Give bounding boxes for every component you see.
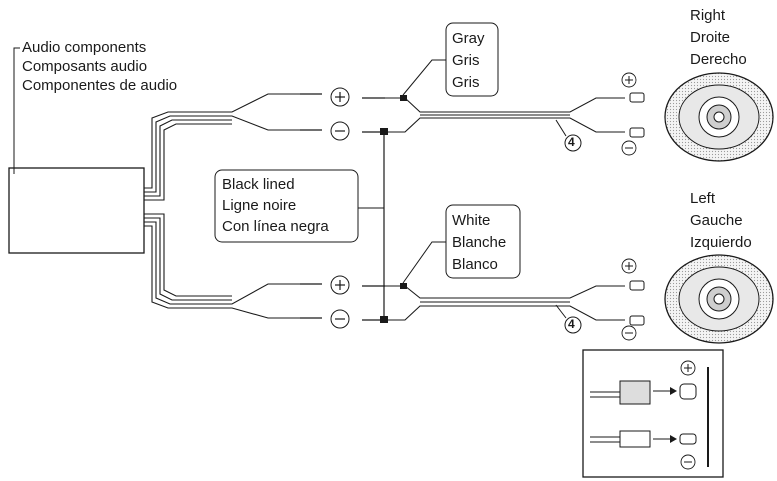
gray-leader [402,59,446,96]
callout-4 [555,119,582,334]
black-lined-label-en: Black lined [222,176,295,193]
left-speaker [664,254,774,344]
right-speaker-cable [385,97,625,133]
callout-4-upper-number: 4 [568,135,575,149]
audio-components-en: Audio components [22,39,147,56]
black-lined-label-fr: Ligne noire [222,197,297,214]
callout-4-lower-number: 4 [568,317,575,331]
audio-components-label: Audio components Composants audio Compon… [22,38,177,95]
left-wire-ends [300,93,322,319]
white-label: White Blanche Blanco [452,210,506,276]
black-lined-label: Black lined Ligne noire Con línea negra [222,174,329,237]
terminal-signs [335,92,345,320]
lower-cable [144,213,320,319]
right-speaker-es: Derecho [690,51,747,68]
gray-label: Gray Gris Gris [452,28,485,94]
black-lined-label-box [214,169,359,243]
speaker-polarity-signs [625,76,633,334]
white-leader [402,241,446,284]
right-speaker-en: Right [690,7,726,24]
right-speaker-label: Right Droite Derecho [690,5,747,71]
right-speaker [664,72,774,162]
black-lined-label-es: Con línea negra [222,218,329,235]
left-speaker-fr: Gauche [690,212,743,229]
audio-components-fr: Composants audio [22,58,148,75]
left-speaker-es: Izquierdo [690,234,752,251]
black-lined-markers [358,95,407,323]
audio-components-unit [8,47,145,254]
lower-speaker-cable [385,285,625,321]
left-speaker-label: Left Gauche Izquierdo [690,188,752,254]
connection-inset [582,349,724,478]
white-label-es: Blanco [452,256,498,273]
speaker-polarity [621,72,637,341]
gray-label-fr: Gris [452,52,480,69]
right-speaker-fr: Droite [690,29,731,46]
gray-label-en: Gray [452,30,485,47]
left-speaker-en: Left [690,190,716,207]
white-label-fr: Blanche [452,234,507,251]
white-label-en: White [452,212,491,229]
gray-label-es: Gris [452,74,480,91]
spade-connectors [629,92,645,326]
audio-components-es: Componentes de audio [22,77,178,94]
upper-cable [144,93,320,201]
